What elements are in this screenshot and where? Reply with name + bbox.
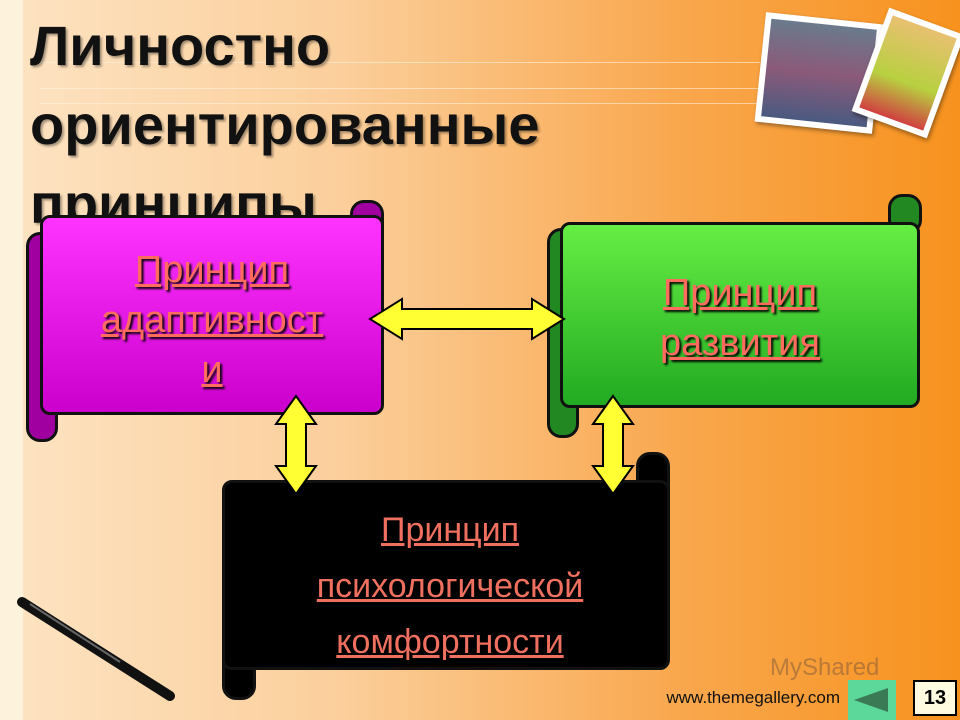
development-box [560,222,920,408]
horizontal-double-arrow [368,297,566,341]
text-line: Принцип [134,249,290,291]
text-line: и [201,349,223,391]
text-line: Принцип [662,272,818,314]
adaptivity-box [40,215,384,415]
development-text: Принцип развития [560,268,920,368]
text-line: комфортности [336,623,564,661]
back-arrow-icon [854,688,888,712]
footer-url: www.themegallery.com [666,688,840,707]
comfort-text: Принцип психологической комфортности [240,502,660,670]
comfort-box [222,480,670,670]
vertical-double-arrow-left [274,394,318,496]
watermark: MyShared [770,654,880,681]
pen-icon [17,597,175,701]
decor-line [40,88,760,89]
back-button[interactable] [848,680,896,720]
decor-line [40,103,760,104]
vertical-double-arrow-right [591,394,635,496]
adaptivity-text: Принцип адаптивност и [40,245,384,395]
text-line: адаптивност [100,299,324,341]
text-line: Принцип [381,511,519,549]
text-line: психологической [316,567,584,605]
decor-line [40,62,760,63]
title-line: Личностно [30,14,331,77]
slide-number: 13 [913,680,957,716]
title-line: ориентированные [30,93,540,156]
text-line: развития [660,322,820,364]
